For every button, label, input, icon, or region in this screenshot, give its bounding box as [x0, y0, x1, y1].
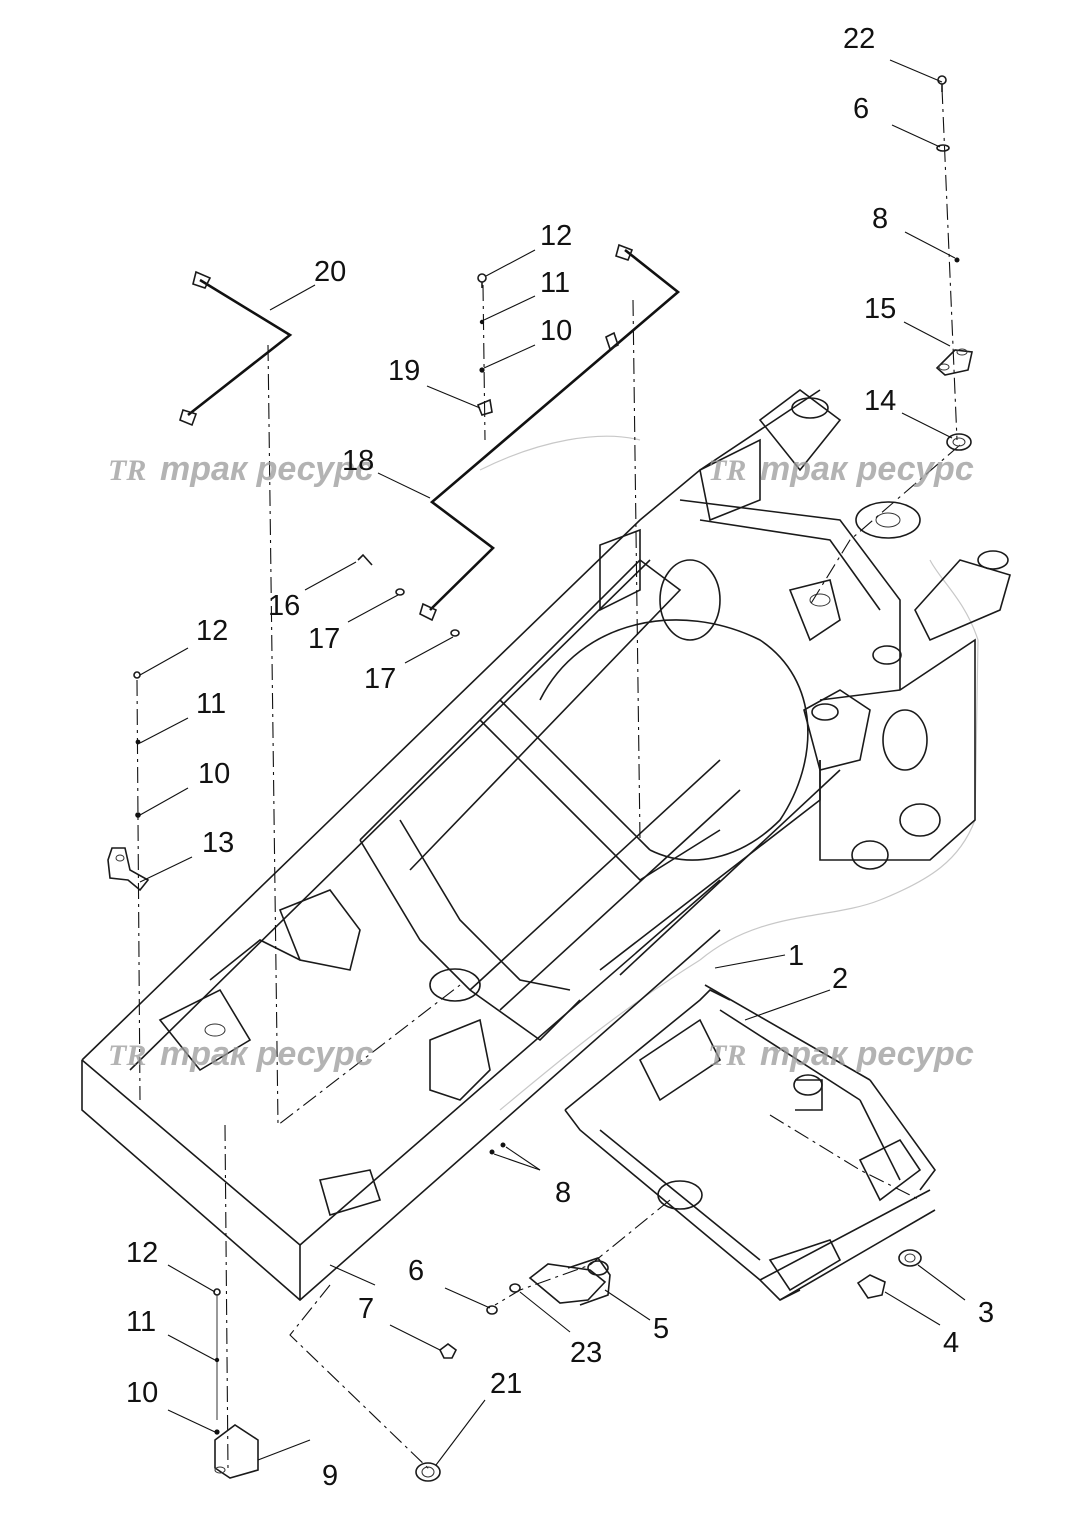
callout-8-bottom: 8 — [555, 1177, 571, 1209]
leader-lines — [139, 59, 966, 1466]
main-frame — [81, 389, 1011, 1302]
callout-13: 13 — [202, 827, 234, 859]
callout-12-bottom: 12 — [126, 1237, 158, 1269]
callout-18: 18 — [342, 445, 374, 477]
callout-5: 5 — [653, 1313, 669, 1345]
callout-19: 19 — [388, 355, 420, 387]
callout-10-top: 10 — [540, 315, 572, 347]
watermark-text: трак ресурс — [160, 450, 374, 488]
callout-21: 21 — [490, 1368, 522, 1400]
callout-11-bottom: 11 — [126, 1306, 156, 1338]
subframe — [564, 984, 936, 1301]
watermark-logo: TR — [108, 454, 146, 487]
callout-3: 3 — [978, 1297, 994, 1329]
callout-8-top: 8 — [872, 203, 888, 235]
callout-10-bottom: 10 — [126, 1377, 158, 1409]
callout-12-top: 12 — [540, 220, 572, 252]
callout-15: 15 — [864, 293, 896, 325]
callout-10-left: 10 — [198, 758, 230, 790]
callout-7: 7 — [358, 1293, 374, 1325]
callout-11-left: 11 — [196, 688, 226, 720]
pipe-20 — [179, 270, 293, 427]
callout-17-lower: 17 — [364, 663, 396, 695]
callout-14: 14 — [864, 385, 896, 417]
watermark-text: трак ресурс — [760, 450, 974, 488]
callout-12-left: 12 — [196, 615, 228, 647]
callout-6-bottom: 6 — [408, 1255, 424, 1287]
small-parts — [107, 75, 973, 1482]
callout-23: 23 — [570, 1337, 602, 1369]
watermark-text: трак ресурс — [760, 1035, 974, 1073]
callout-11-top: 11 — [540, 267, 570, 299]
callout-1: 1 — [788, 940, 804, 972]
watermark-logo: TR — [108, 1039, 146, 1072]
callouts: 1 2 3 4 5 6 6 7 8 8 9 10 10 10 11 11 11 … — [126, 23, 994, 1492]
callout-16: 16 — [268, 590, 300, 622]
callout-2: 2 — [832, 963, 848, 995]
callout-20: 20 — [314, 256, 346, 288]
callout-9: 9 — [322, 1460, 338, 1492]
watermarks: TR трак ресурс TR трак ресурс TR трак ре… — [108, 450, 974, 1073]
watermark-logo: TR — [708, 1039, 746, 1072]
pipe-18 — [419, 243, 681, 622]
watermark-logo: TR — [708, 454, 746, 487]
watermark-text: трак ресурс — [160, 1035, 374, 1073]
callout-17-upper: 17 — [308, 623, 340, 655]
callout-22: 22 — [843, 23, 875, 55]
callout-4: 4 — [943, 1327, 959, 1359]
callout-6-top: 6 — [853, 93, 869, 125]
